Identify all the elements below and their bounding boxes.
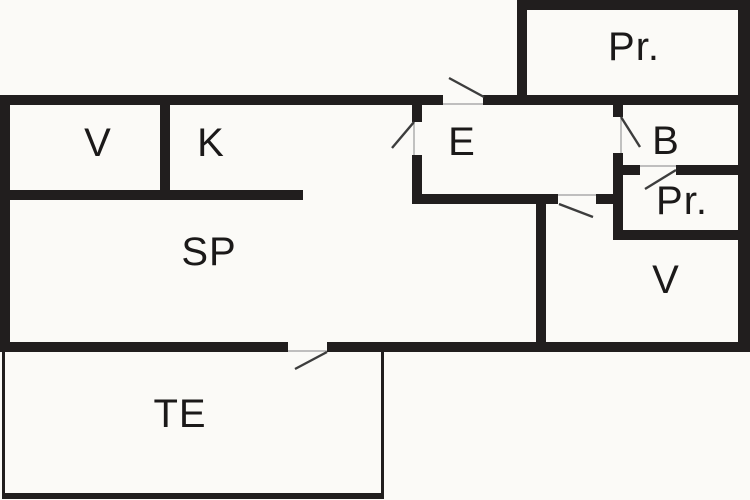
room-label-v-left: V	[84, 121, 112, 165]
shed-left-wall	[517, 0, 527, 105]
e-left-wall-lower	[412, 155, 422, 204]
b-left-wall-lower	[613, 153, 623, 240]
outer-left-wall	[0, 95, 10, 352]
terrace-left-line	[2, 352, 5, 498]
room-label-pr-lower: Pr.	[656, 179, 708, 223]
outer-right-wall	[738, 0, 750, 352]
b-pr-divider-west	[613, 165, 640, 175]
main-bottom-wall-west	[0, 342, 288, 352]
sp-e-door-leaf	[391, 121, 415, 149]
vk-bottom-wall	[0, 190, 303, 200]
room-label-v-right: V	[652, 258, 680, 302]
terrace-door-leaf	[294, 350, 328, 371]
v-k-divider-wall	[160, 105, 170, 200]
pr-lower-door-leaf	[644, 168, 677, 191]
hall-door-leaf	[558, 202, 594, 219]
room-label-te: TE	[153, 392, 207, 436]
e-bottom-wall-east	[596, 194, 615, 204]
e-left-wall-upper	[412, 105, 422, 122]
room-label-k: K	[197, 121, 225, 165]
b-door-leaf	[619, 116, 642, 148]
entrance-door-leaf	[448, 76, 485, 99]
room-label-b: B	[652, 119, 680, 163]
e-bottom-wall-west	[412, 194, 558, 204]
room-label-pr-top: Pr.	[608, 25, 660, 69]
main-top-wall-west	[0, 95, 443, 105]
b-pr-divider-east	[676, 165, 750, 175]
shed-top-wall	[517, 0, 750, 10]
terrace-right-line	[381, 352, 384, 498]
sp-v-divider-wall	[536, 194, 546, 352]
pr-lower-bottom-wall	[613, 230, 750, 240]
terrace-bottom-line	[2, 493, 384, 499]
b-left-wall-upper	[613, 105, 623, 117]
room-label-sp: SP	[181, 230, 237, 274]
room-label-e: E	[448, 120, 476, 164]
main-top-wall-east	[483, 95, 750, 105]
